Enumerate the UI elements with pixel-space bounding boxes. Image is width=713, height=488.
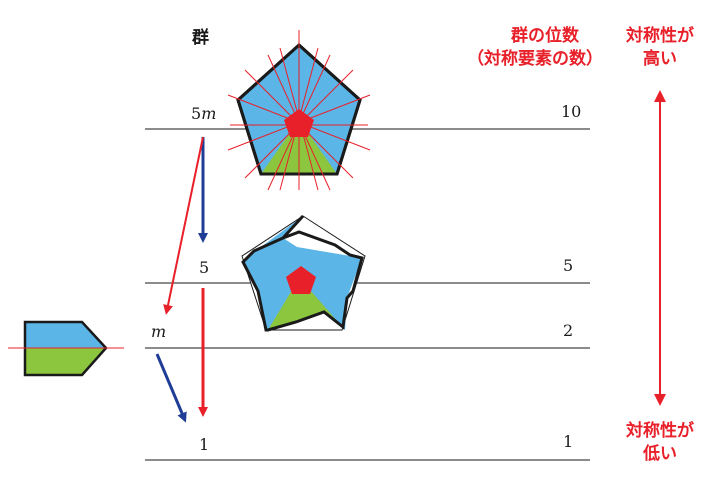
low-symmetry-line1: 対称性が xyxy=(626,421,694,441)
low-symmetry-line2: 低い xyxy=(643,444,677,464)
pentagon-5m-center xyxy=(284,109,314,137)
high-symmetry-line2: 高い xyxy=(643,49,677,69)
order-header-line2: （対称要素の数） xyxy=(467,49,603,69)
group-label-5: 5 xyxy=(199,258,210,277)
homeplate-green-half xyxy=(25,348,106,375)
order-label-10: 10 xyxy=(561,102,582,121)
group-label-5m: 5m xyxy=(191,104,217,123)
pentagon-5-center xyxy=(286,266,316,294)
group-label-1: 1 xyxy=(199,435,210,454)
pentagon-5-pinwheel-edge xyxy=(241,214,364,332)
arrow-5m-to-m xyxy=(163,136,204,315)
arrow-m-to-1 xyxy=(155,353,187,423)
homeplate-blue-half xyxy=(25,322,106,348)
symmetry-scale-arrowhead-down xyxy=(654,394,666,406)
group-header: 群 xyxy=(192,28,209,48)
order-label-5: 5 xyxy=(563,256,574,275)
symmetry-scale-arrowhead-up xyxy=(654,90,666,102)
pentagon-5-green-sector xyxy=(268,290,345,330)
homeplate-outline xyxy=(23,320,108,377)
high-symmetry-line1: 対称性が xyxy=(626,26,694,46)
order-header-line1: 群の位数 xyxy=(511,26,579,46)
order-label-2: 2 xyxy=(563,321,574,340)
homeplate-m-figure xyxy=(8,320,124,377)
pentagon-5m-figure xyxy=(227,30,371,191)
order-label-1: 1 xyxy=(563,432,574,451)
pentagon-5-figure xyxy=(241,214,366,332)
group-label-m: m xyxy=(151,322,167,341)
